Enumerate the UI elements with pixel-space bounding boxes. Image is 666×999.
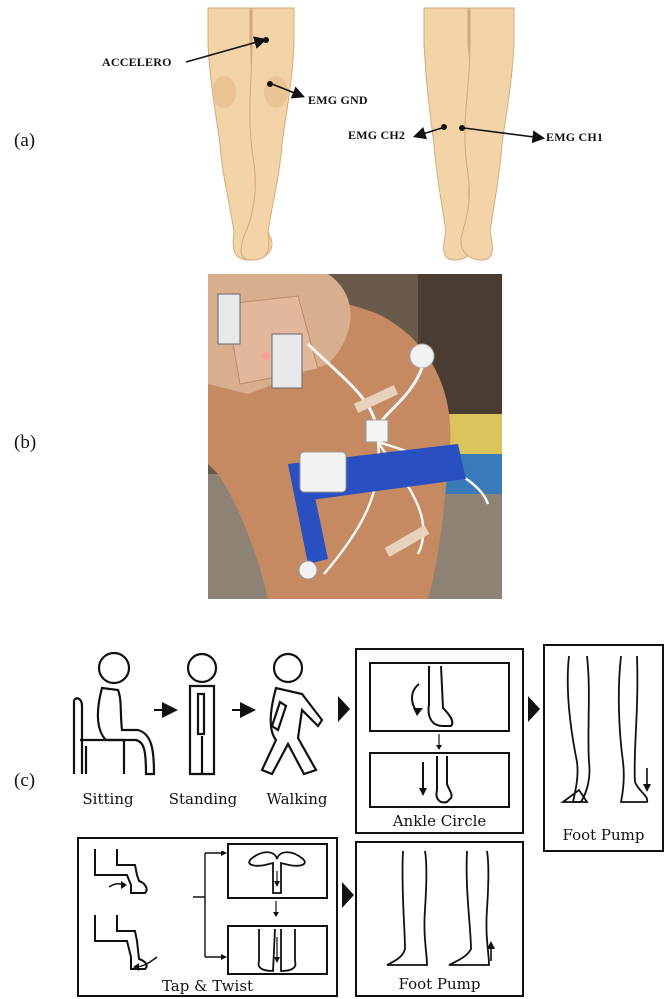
standing-figure [188,654,216,774]
panel-label-c: (c) [14,770,35,792]
ankle-circle-foot-top [371,664,508,730]
sitting-figure [74,653,154,774]
label-ankle-circle: Ankle Circle [357,812,522,830]
back-legs-figure [424,8,514,260]
posture-sequence [66,650,336,780]
label-standing: Standing [158,790,248,808]
transition-arrow-1 [336,694,352,724]
label-tap-twist: Tap & Twist [79,977,336,995]
sensor-photo [208,274,502,599]
walking-figure [262,654,322,774]
tap-twist-branch-arrows [193,851,229,971]
label-foot-pump-2: Foot Pump [357,975,522,993]
label-foot-pump-1: Foot Pump [545,826,662,844]
front-legs-figure [208,8,294,260]
label-emg-ch2: EMG CH2 [348,128,405,143]
tap-twist-bottom-frame [227,925,328,975]
label-emg-gnd: EMG GND [308,93,368,108]
transition-arrow-3 [340,880,356,910]
tap-twist-feet-top [229,845,326,897]
label-emg-ch1: EMG CH1 [546,130,603,145]
ankle-circle-bottom-frame [369,752,510,808]
panel-label-b: (b) [14,432,36,454]
tap-twist-legs [87,845,193,975]
ankle-circle-top-frame [369,662,510,732]
tap-twist-top-frame [227,843,328,899]
tap-twist-box: Tap & Twist [77,837,338,997]
foot-pump-legs-2 [367,849,517,971]
label-walking: Walking [254,790,340,808]
ankle-down-arrow [431,734,447,752]
tap-twist-feet-bottom [229,927,326,973]
foot-pump-box-1: Foot Pump [543,644,664,852]
label-sitting: Sitting [68,790,148,808]
ankle-circle-box: Ankle Circle [355,648,524,834]
panel-label-a: (a) [14,130,35,152]
foot-pump-legs-1 [551,652,659,812]
foot-pump-box-2: Foot Pump [355,841,524,997]
ankle-circle-foot-bottom [371,754,508,806]
label-accelero: ACCELERO [102,55,172,70]
transition-arrow-2 [526,694,542,724]
tap-twist-down-arrow [269,901,283,921]
